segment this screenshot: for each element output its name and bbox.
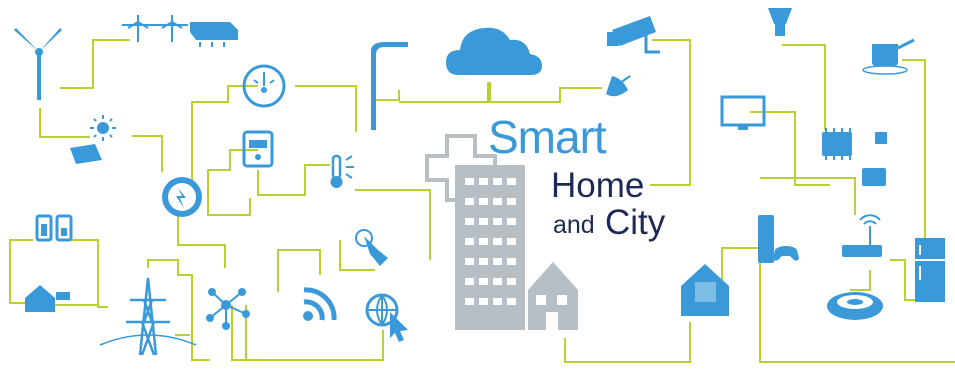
cloud-icon <box>446 27 542 75</box>
router-icon <box>190 22 238 47</box>
power-line-icon <box>122 15 188 42</box>
house-icon <box>25 285 70 312</box>
tv-icon <box>720 95 766 130</box>
street-lamp-icon <box>371 42 408 130</box>
title-smart: Smart <box>488 111 607 163</box>
robot-vacuum-icon <box>827 292 883 320</box>
title-city: City <box>605 203 666 242</box>
smart-meter-icon <box>242 130 274 168</box>
thermometer-icon <box>330 154 354 188</box>
wifi-icon <box>303 287 337 321</box>
satellite-dish-icon <box>606 75 631 97</box>
smart-house-icon <box>681 264 729 316</box>
network-hub-icon <box>206 288 250 330</box>
spotlight-bulb-icon <box>768 8 792 36</box>
globe-click-icon <box>365 293 408 342</box>
chip-icon <box>822 128 887 186</box>
touch-icon <box>355 229 388 266</box>
cooking-pot-icon <box>862 38 915 75</box>
title-home: Home <box>551 166 645 205</box>
transmission-tower-icon <box>99 277 197 356</box>
energy-dial-icon <box>162 177 202 217</box>
wind-turbine-icon <box>14 28 62 100</box>
buildings-illustration <box>425 134 578 330</box>
wifi-router-icon <box>842 214 882 257</box>
security-camera-icon <box>607 16 660 54</box>
refrigerator-icon <box>915 238 945 302</box>
game-console-icon <box>758 215 799 263</box>
gauge-icon <box>242 64 286 108</box>
solar-panel-icon <box>70 115 116 164</box>
title-and: and <box>553 211 595 239</box>
batteries-icon <box>35 214 73 242</box>
